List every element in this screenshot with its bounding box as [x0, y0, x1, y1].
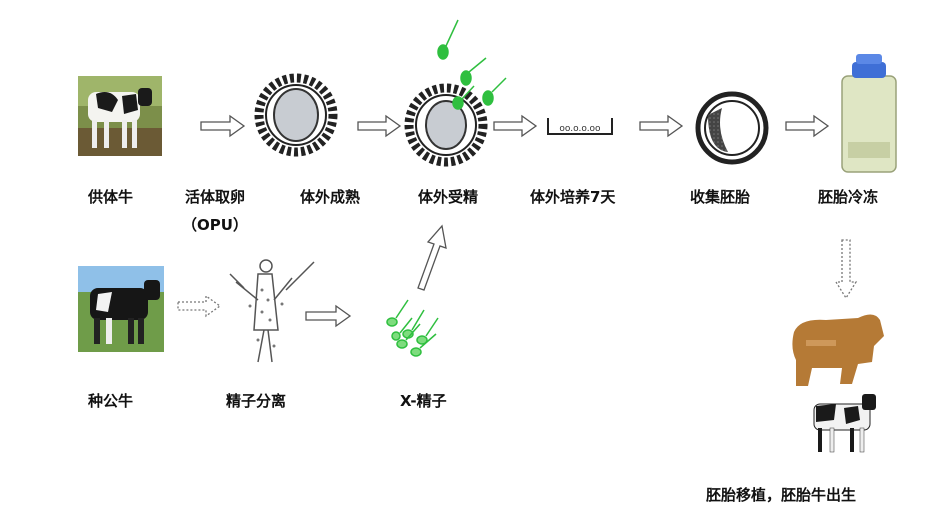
label-in-vitro-maturation: 体外成熟: [300, 188, 361, 206]
arrow-opu-to-maturation: [357, 114, 402, 138]
label-embryo-freezing: 胚胎冷冻: [818, 188, 879, 206]
label-in-vitro-culture: 体外培养7天: [530, 188, 616, 206]
embryo-ring-icon: [695, 91, 769, 165]
calf-image: [813, 394, 876, 453]
svg-text:oo.o.o.oo: oo.o.o.oo: [559, 124, 601, 134]
label-opu-line1: 活体取卵: [184, 188, 245, 206]
recipient-cow-image: [792, 314, 884, 386]
arrow-fertilization-to-culture: [493, 114, 538, 138]
sperm-sorter-icon: [229, 259, 315, 363]
nitrogen-tank-icon: [841, 54, 897, 173]
oocyte-opu-icon: [254, 73, 338, 157]
sorter-droplets: [248, 288, 284, 348]
arrow-culture-to-collection: [639, 114, 684, 138]
x-sperm-cluster-icon: [386, 299, 439, 357]
label-x-sperm: X-精子: [400, 392, 447, 410]
label-opu-line2: （OPU）: [182, 216, 248, 234]
label-in-vitro-fertilization: 体外受精: [418, 188, 479, 206]
arrow-collection-to-freezing: [785, 114, 830, 138]
fertilization-oocyte-icon: [404, 83, 488, 167]
arrow-freezing-to-transfer: [834, 239, 858, 300]
donor-cow-image: [78, 76, 162, 156]
label-sperm-sorting: 精子分离: [226, 392, 287, 410]
culture-dish-icon: oo.o.o.oo: [547, 118, 613, 135]
label-embryo-transfer-birth: 胚胎移植，胚胎牛出生: [706, 486, 857, 504]
label-embryo-collection: 收集胚胎: [690, 188, 751, 206]
label-bull: 种公牛: [88, 392, 134, 410]
sperm-cluster-icon: [437, 19, 507, 110]
label-opu: 活体取卵 （OPU）: [182, 187, 248, 235]
arrow-bull-to-sorter: [177, 294, 222, 318]
arrow-xsperm-to-fertilization: [417, 224, 447, 291]
arrow-donor-to-opu: [200, 114, 246, 138]
bull-image: [78, 266, 164, 352]
label-donor-cow: 供体牛: [88, 188, 134, 206]
arrow-sorter-to-xsperm: [305, 304, 352, 328]
